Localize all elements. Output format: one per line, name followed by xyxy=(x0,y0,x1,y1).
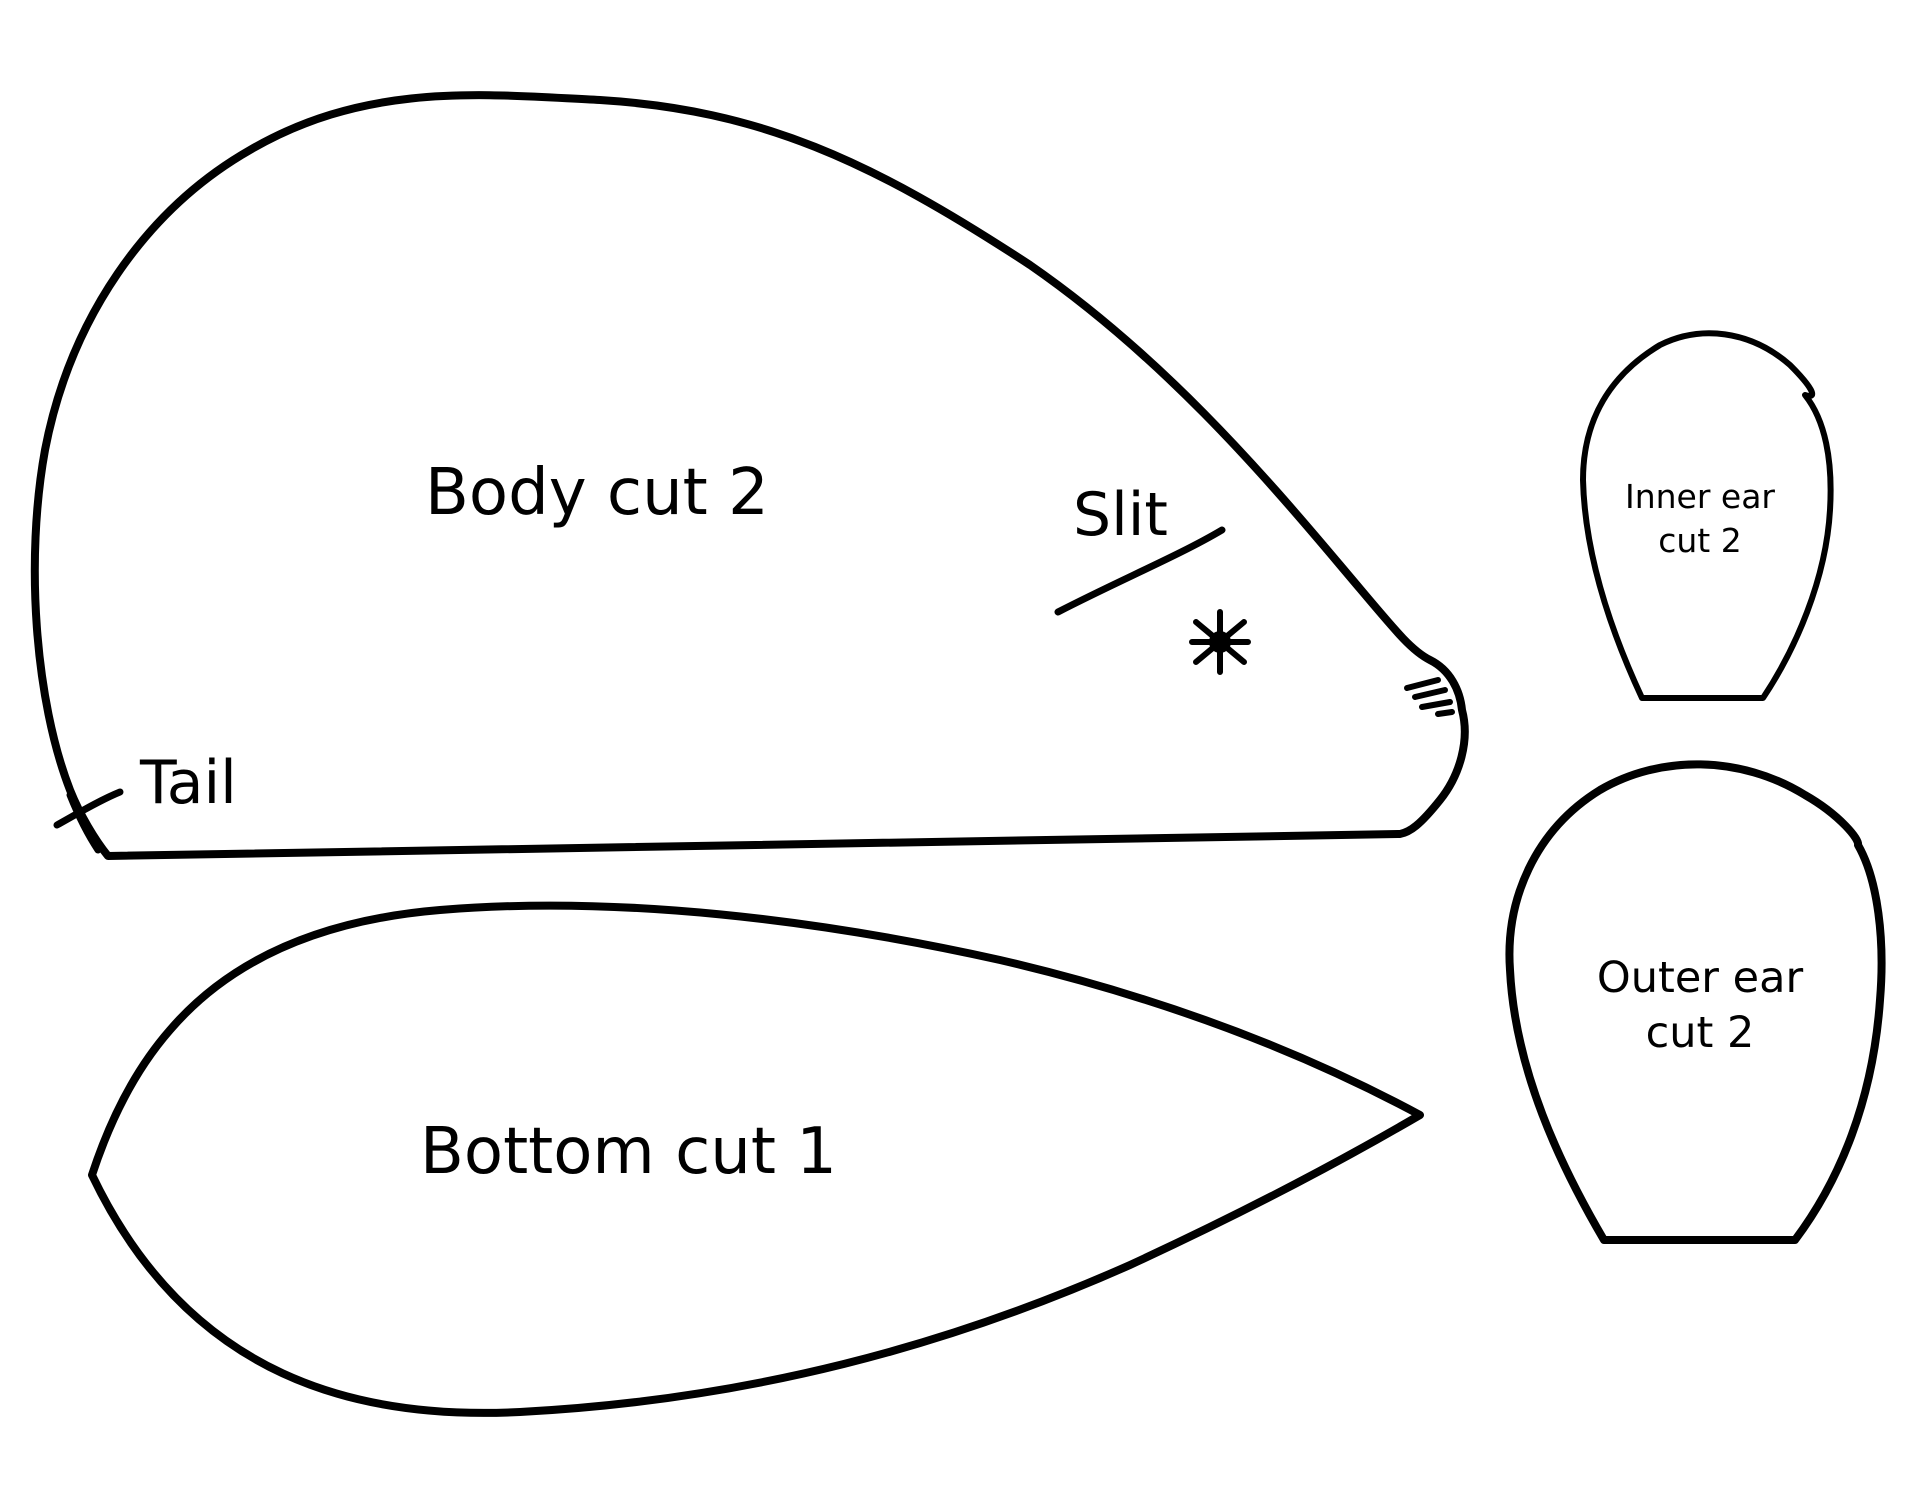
bottom-piece: Bottom cut 1 xyxy=(88,901,1424,1417)
slit-line xyxy=(1054,526,1226,616)
body-label: Body cut 2 xyxy=(425,456,769,530)
outer-ear-piece: Outer ear cut 2 xyxy=(1505,760,1886,1244)
outer-ear-outline xyxy=(1505,760,1886,1244)
tail-mark xyxy=(53,788,124,854)
body-piece: Body cut 2 Slit Tail xyxy=(30,91,1469,860)
inner-ear-outline xyxy=(1580,330,1834,701)
inner-ear-label-line2: cut 2 xyxy=(1658,521,1741,560)
inner-ear-piece: Inner ear cut 2 xyxy=(1580,330,1834,701)
nose-stitch-marks xyxy=(1404,677,1455,717)
bottom-outline xyxy=(88,901,1424,1417)
eye-placement-mark xyxy=(1189,609,1251,675)
outer-ear-label-line2: cut 2 xyxy=(1646,1008,1755,1058)
outer-ear-label-line1: Outer ear xyxy=(1597,953,1804,1003)
slit-label: Slit xyxy=(1073,480,1168,550)
body-outline xyxy=(30,91,1469,860)
bottom-label: Bottom cut 1 xyxy=(420,1115,837,1189)
tail-label: Tail xyxy=(139,748,237,818)
inner-ear-label-line1: Inner ear xyxy=(1625,477,1775,516)
